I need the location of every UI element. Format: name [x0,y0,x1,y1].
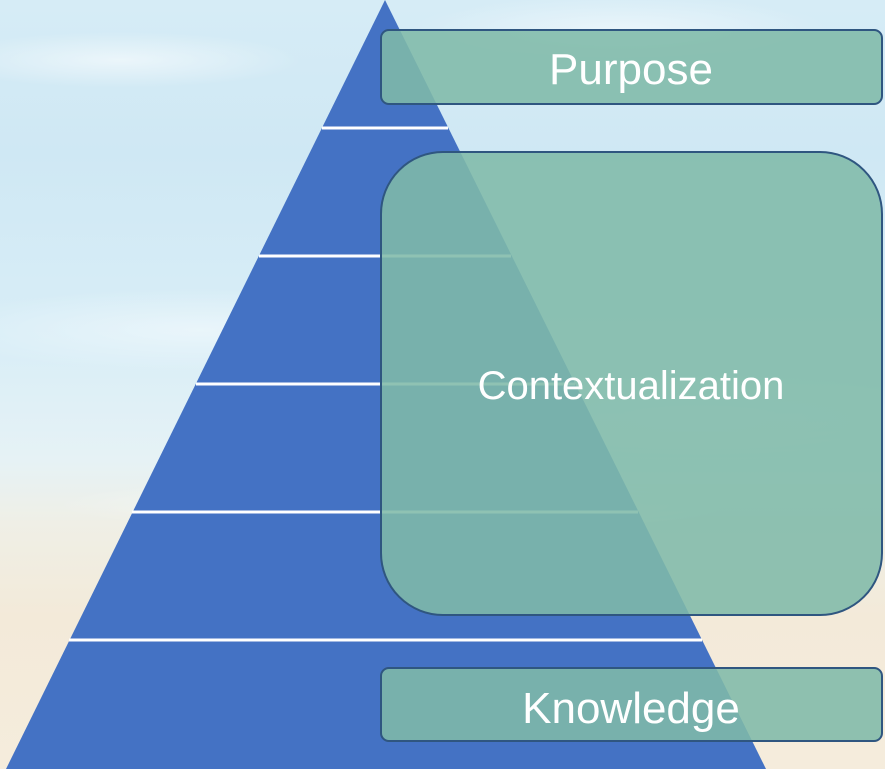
contextualization-box: Contextualization [380,151,883,616]
knowledge-box: Knowledge [380,667,883,742]
knowledge-label: Knowledge [522,684,740,733]
purpose-box: Purpose [380,29,883,105]
purpose-label: Purpose [549,45,713,94]
contextualization-label: Contextualization [478,364,785,408]
